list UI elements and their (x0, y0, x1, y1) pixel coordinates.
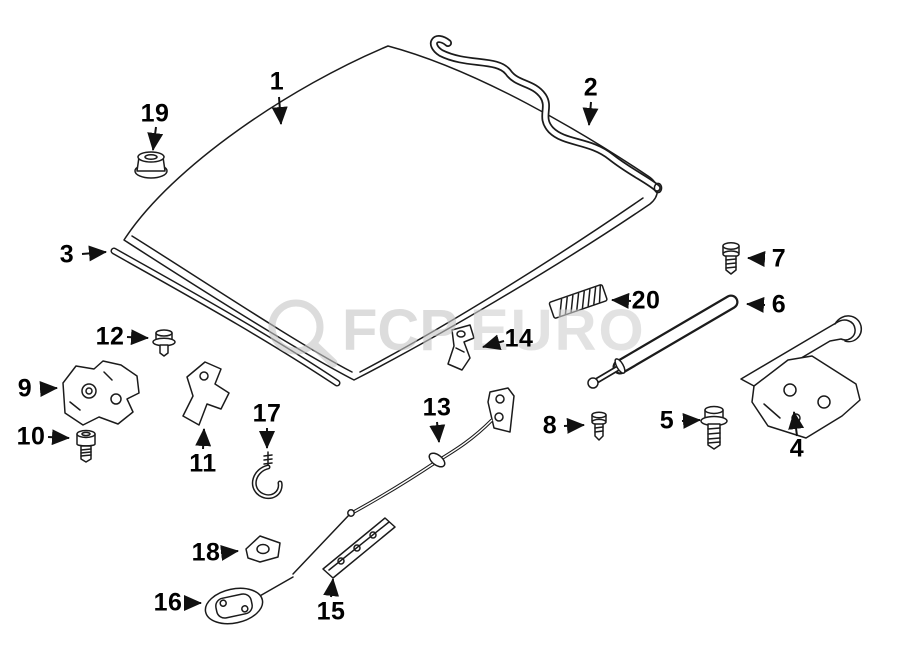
gasket-strip-drawing (548, 284, 608, 319)
arrow-part-1 (271, 96, 288, 125)
arrow-part-8 (563, 417, 585, 434)
arrow-part-7 (747, 251, 766, 267)
hook-drawing (251, 451, 283, 500)
arrow-part-20 (611, 292, 632, 309)
arrow-part-6 (746, 296, 766, 313)
arrow-part-10 (47, 429, 70, 446)
magnifier-icon (268, 299, 324, 355)
bracket-18-drawing (245, 535, 281, 563)
slotted-plate-drawing (322, 517, 396, 579)
hood-latch-drawing (62, 360, 140, 426)
arrow-part-13 (429, 421, 446, 443)
arrow-part-14 (482, 334, 505, 351)
arrow-part-11 (195, 428, 212, 450)
bolt-10-drawing (76, 429, 96, 463)
leader-arrows (39, 96, 805, 611)
lift-support-drawing (587, 294, 739, 389)
clip-pin-drawing (722, 242, 740, 275)
magnifier-handle (309, 340, 338, 368)
bolt-5-drawing (700, 405, 728, 450)
hood-seal-drawing (429, 35, 663, 194)
bracket-14-drawing (447, 324, 475, 371)
arrow-part-2 (582, 101, 599, 126)
grommet-pin-drawing (591, 411, 607, 441)
arrow-part-18 (220, 545, 239, 561)
bracket-11-drawing (182, 361, 230, 426)
arrow-part-19 (147, 126, 164, 151)
watermark-text-secondary: EURO (470, 298, 646, 363)
arrow-part-4 (788, 411, 805, 437)
arrow-part-5 (681, 412, 701, 429)
release-handle-drawing (204, 576, 294, 625)
arrow-part-3 (81, 245, 107, 262)
watermark-text-primary: FCP (342, 298, 458, 363)
hood-hinge-drawing (740, 315, 863, 439)
arrow-part-9 (39, 381, 58, 397)
buffer-grommet-drawing (134, 151, 168, 179)
arrow-part-15 (323, 578, 340, 598)
front-seal-strip-drawing (110, 247, 341, 387)
bolt-12-drawing (152, 329, 176, 357)
release-cable-drawing (292, 387, 515, 575)
arrow-part-12 (126, 329, 149, 346)
